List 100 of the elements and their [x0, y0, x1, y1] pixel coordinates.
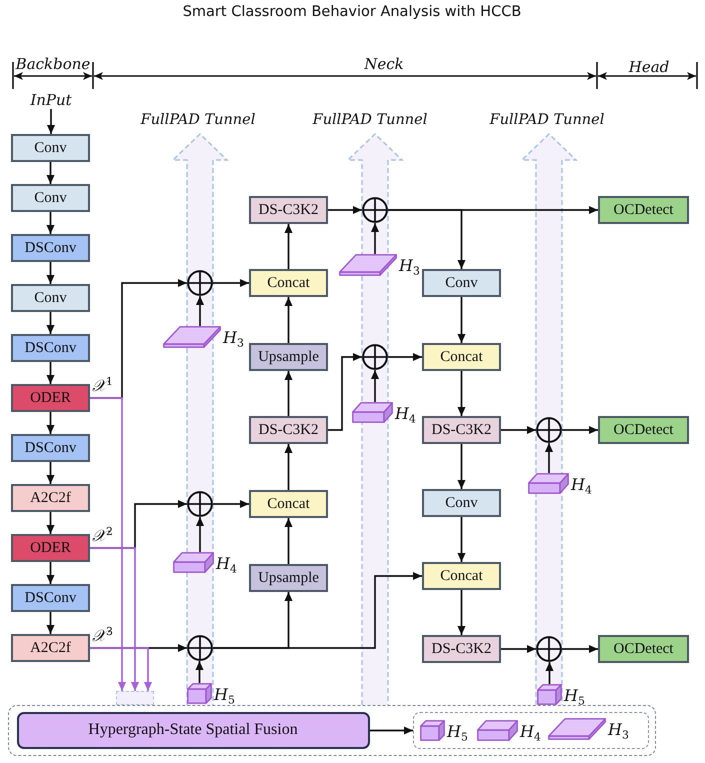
plus-circle-icon: [362, 197, 388, 223]
arrow: [388, 209, 466, 269]
arrow: [46, 262, 55, 284]
cuboid-icon: [173, 552, 214, 573]
module-box: Conv: [422, 489, 501, 517]
dashed-slot: [116, 691, 154, 705]
arrow: [46, 562, 55, 584]
arrow: [457, 590, 466, 635]
token-group-box: [412, 712, 648, 748]
module-box: Concat: [422, 343, 501, 371]
arrow: [46, 512, 55, 534]
cuboid-icon: [352, 402, 393, 423]
arrow: [284, 444, 293, 490]
arrow: [501, 644, 536, 654]
module-box: Conv: [11, 134, 90, 162]
cuboid-icon: [420, 720, 445, 741]
module-box: ODER: [11, 534, 90, 562]
module-box: DS-C3K2: [249, 196, 328, 224]
token-label: H$_{3}$: [399, 257, 420, 275]
tunnel-label: FullPAD Tunnel: [140, 112, 256, 130]
cuboid-icon: [537, 684, 562, 705]
arrow: [457, 297, 466, 343]
cuboid-icon: [477, 720, 518, 741]
plus-circle-icon: [187, 491, 213, 517]
arrow: [46, 312, 55, 334]
tunnel-label: FullPAD Tunnel: [490, 112, 604, 130]
cuboid-icon: [163, 326, 221, 348]
module-box: ODER: [11, 384, 90, 412]
module-box: DSConv: [11, 234, 90, 262]
arrow: [46, 212, 55, 234]
arrow: [562, 426, 598, 434]
arrow: [457, 444, 466, 489]
module-box: DSConv: [11, 334, 90, 362]
arrow: [562, 644, 598, 654]
section-label: Backbone: [16, 55, 90, 73]
arrow: [328, 206, 362, 214]
module-box: Upsample: [249, 343, 328, 371]
arrow: [284, 371, 293, 416]
arrow: [195, 661, 204, 683]
section-label: Head: [628, 58, 670, 76]
arrow: [545, 662, 554, 684]
arrow: [90, 547, 140, 691]
arrow: [544, 443, 554, 473]
input-label: InPut: [25, 91, 77, 109]
arrow: [46, 462, 55, 484]
token-label: H$_{5}$: [447, 722, 468, 740]
token-label: H$_{3}$: [223, 329, 244, 347]
arrow: [284, 297, 293, 343]
arrow: [46, 109, 56, 134]
arrow: [196, 517, 204, 552]
plus-circle-icon: [536, 417, 562, 443]
module-box: Conv: [11, 184, 90, 212]
arrow: [196, 296, 204, 326]
diagram-title: Smart Classroom Behavior Analysis with HCCB: [182, 4, 522, 20]
module-box: A2C2f: [11, 634, 90, 662]
module-box: Upsample: [249, 564, 328, 592]
module-box: Concat: [249, 269, 328, 297]
module-box: OCDetect: [598, 416, 689, 444]
arrow: [388, 352, 422, 362]
module-box: Conv: [422, 269, 501, 297]
arrow: [370, 370, 380, 402]
token-label: H$_{4}$: [520, 722, 541, 740]
arrow: [213, 500, 249, 508]
plus-circle-icon: [362, 344, 388, 370]
arrow: [213, 278, 249, 288]
module-box: Concat: [249, 490, 328, 518]
arrow: [370, 223, 380, 254]
token-label: H$_{5}$: [214, 686, 235, 704]
plus-circle-icon: [536, 636, 562, 662]
token-label: H$_{3}$: [608, 721, 629, 739]
token-label: H$_{4}$: [216, 554, 237, 572]
arrow: [284, 518, 293, 564]
module-box: A2C2f: [11, 484, 90, 512]
module-box: Conv: [11, 284, 90, 312]
cuboid-icon: [187, 683, 212, 704]
module-box: Concat: [422, 562, 501, 590]
section-label: Neck: [364, 55, 404, 73]
module-box: DS-C3K2: [422, 416, 501, 444]
module-box: OCDetect: [598, 196, 689, 224]
arrow: [90, 397, 126, 691]
arrow: [457, 371, 466, 416]
cuboid-icon: [548, 718, 606, 740]
tunnel-label: FullPAD Tunnel: [312, 112, 428, 130]
token-label: H$_{4}$: [571, 476, 592, 494]
module-box: OCDetect: [598, 635, 689, 663]
cuboid-icon: [339, 254, 397, 276]
arrow: [46, 412, 55, 434]
fusion-container: [8, 705, 656, 756]
arrow: [46, 612, 55, 634]
arrow: [46, 162, 55, 184]
arrow: [90, 647, 152, 691]
arrow: [213, 572, 422, 649]
arrow: [328, 352, 362, 431]
cuboid-icon: [528, 473, 569, 494]
plus-circle-icon: [187, 635, 213, 661]
arrow: [370, 726, 413, 735]
module-box: DSConv: [11, 434, 90, 462]
token-label: H$_{4}$: [395, 404, 416, 422]
plus-circle-icon: [187, 270, 213, 296]
module-box: DS-C3K2: [249, 416, 328, 444]
